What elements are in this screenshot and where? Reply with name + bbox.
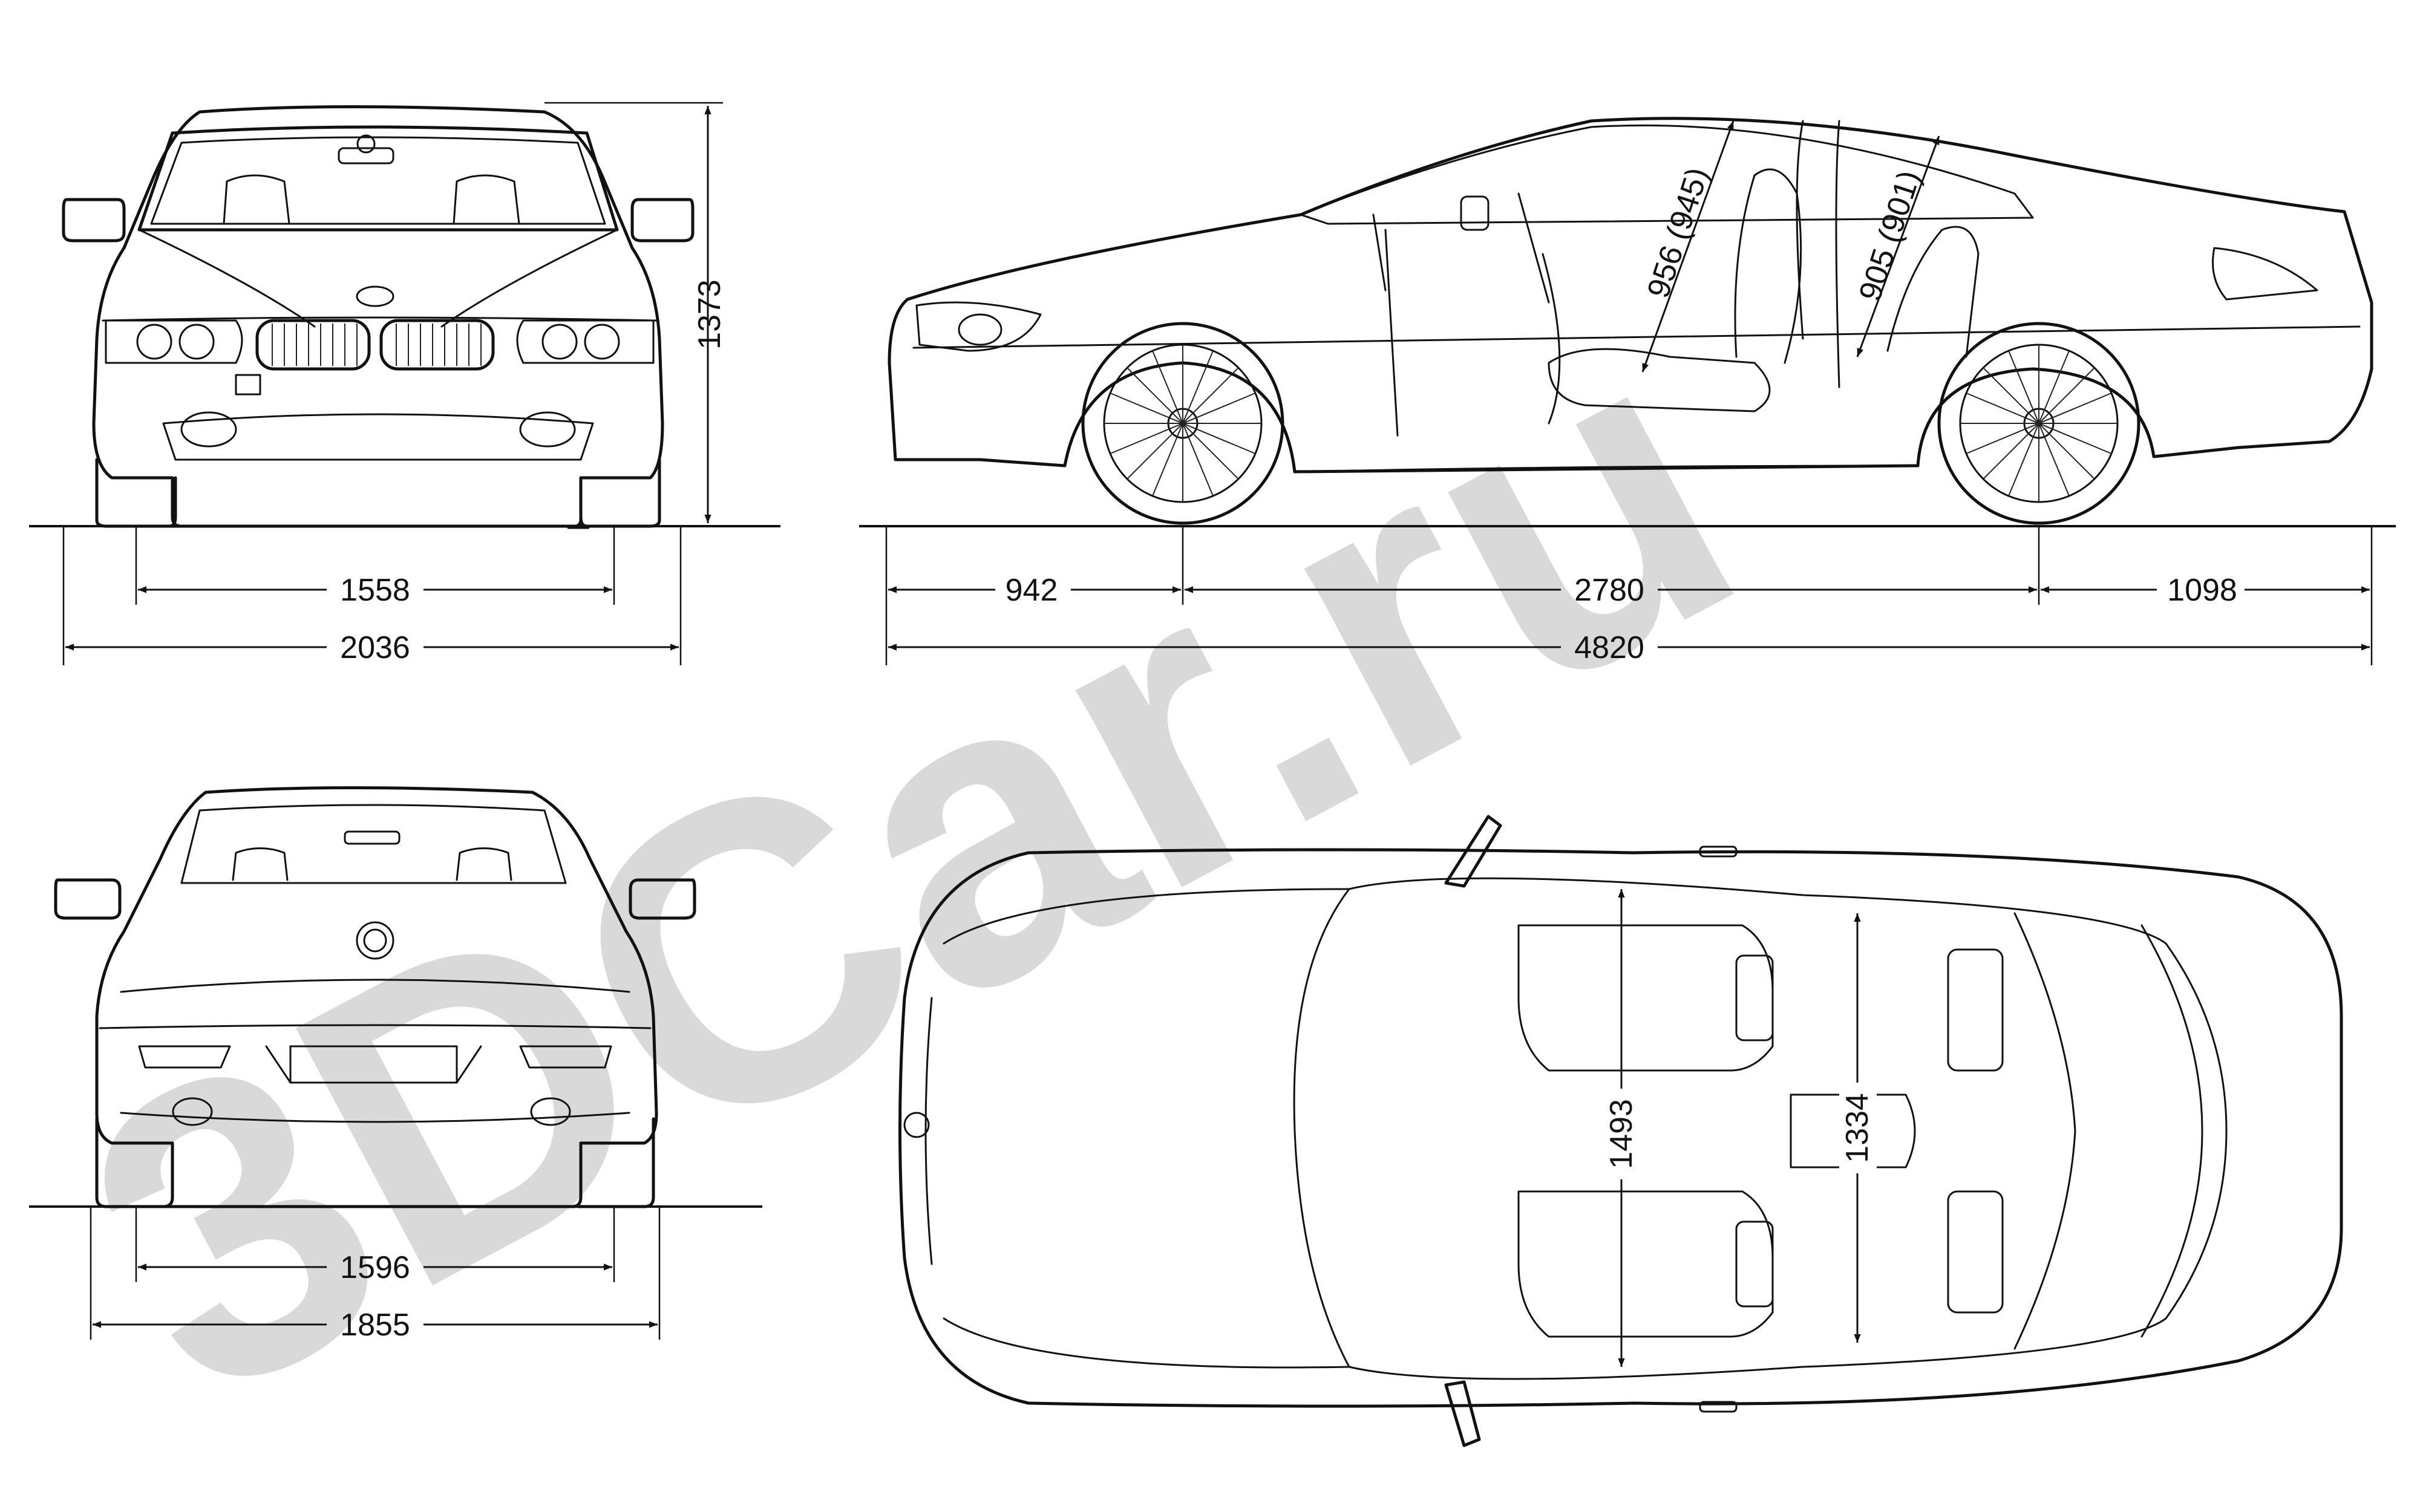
rear-view: 1596 1855 [29,786,762,1343]
rear-headroom-label: 905 (901) [1853,166,1928,305]
rear-shoulder-width-label: 1334 [1840,1093,1875,1163]
body-width-label: 1855 [340,1308,410,1343]
watermark-text: 3DCar.ru [20,243,1800,1488]
front-shoulder-width-label: 1493 [1604,1099,1639,1169]
front-headroom-label: 956 (945) [1641,163,1716,302]
rear-overhang-label: 1098 [2167,573,2237,608]
front-width-label: 2036 [340,630,410,665]
rear-track-label: 1596 [340,1250,410,1285]
front-height-label: 1373 [692,279,727,350]
top-view: 1493 1334 [898,815,2343,1447]
wheelbase-label: 2780 [1574,573,1644,608]
overall-length-label: 4820 [1574,630,1644,665]
front-overhang-label: 942 [1006,573,1058,608]
front-track-label: 1558 [340,573,410,608]
front-view: 1373 1558 2036 [29,102,780,665]
